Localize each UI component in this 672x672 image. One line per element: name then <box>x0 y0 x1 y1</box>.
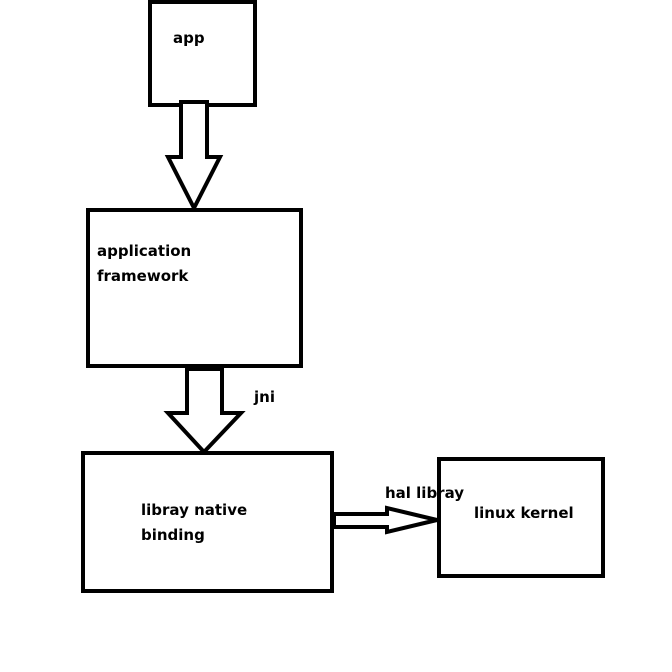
library-native-binding-label-line2: binding <box>141 526 205 544</box>
app-label: app <box>173 29 205 47</box>
hal-library-edge-label: hal libray <box>385 484 464 502</box>
arrow-framework-to-native <box>163 367 246 455</box>
arrow-native-to-kernel <box>332 505 438 535</box>
library-native-binding-box <box>81 451 334 593</box>
application-framework-box <box>86 208 303 368</box>
app-box <box>148 0 257 107</box>
arrow-app-to-framework <box>164 100 224 213</box>
jni-edge-label: jni <box>253 388 275 406</box>
library-native-binding-label-line1: libray native <box>141 501 247 519</box>
application-framework-label-line2: framework <box>97 267 189 285</box>
application-framework-label-line1: application <box>97 242 191 260</box>
linux-kernel-label: linux kernel <box>474 504 574 522</box>
linux-kernel-box <box>437 457 605 578</box>
